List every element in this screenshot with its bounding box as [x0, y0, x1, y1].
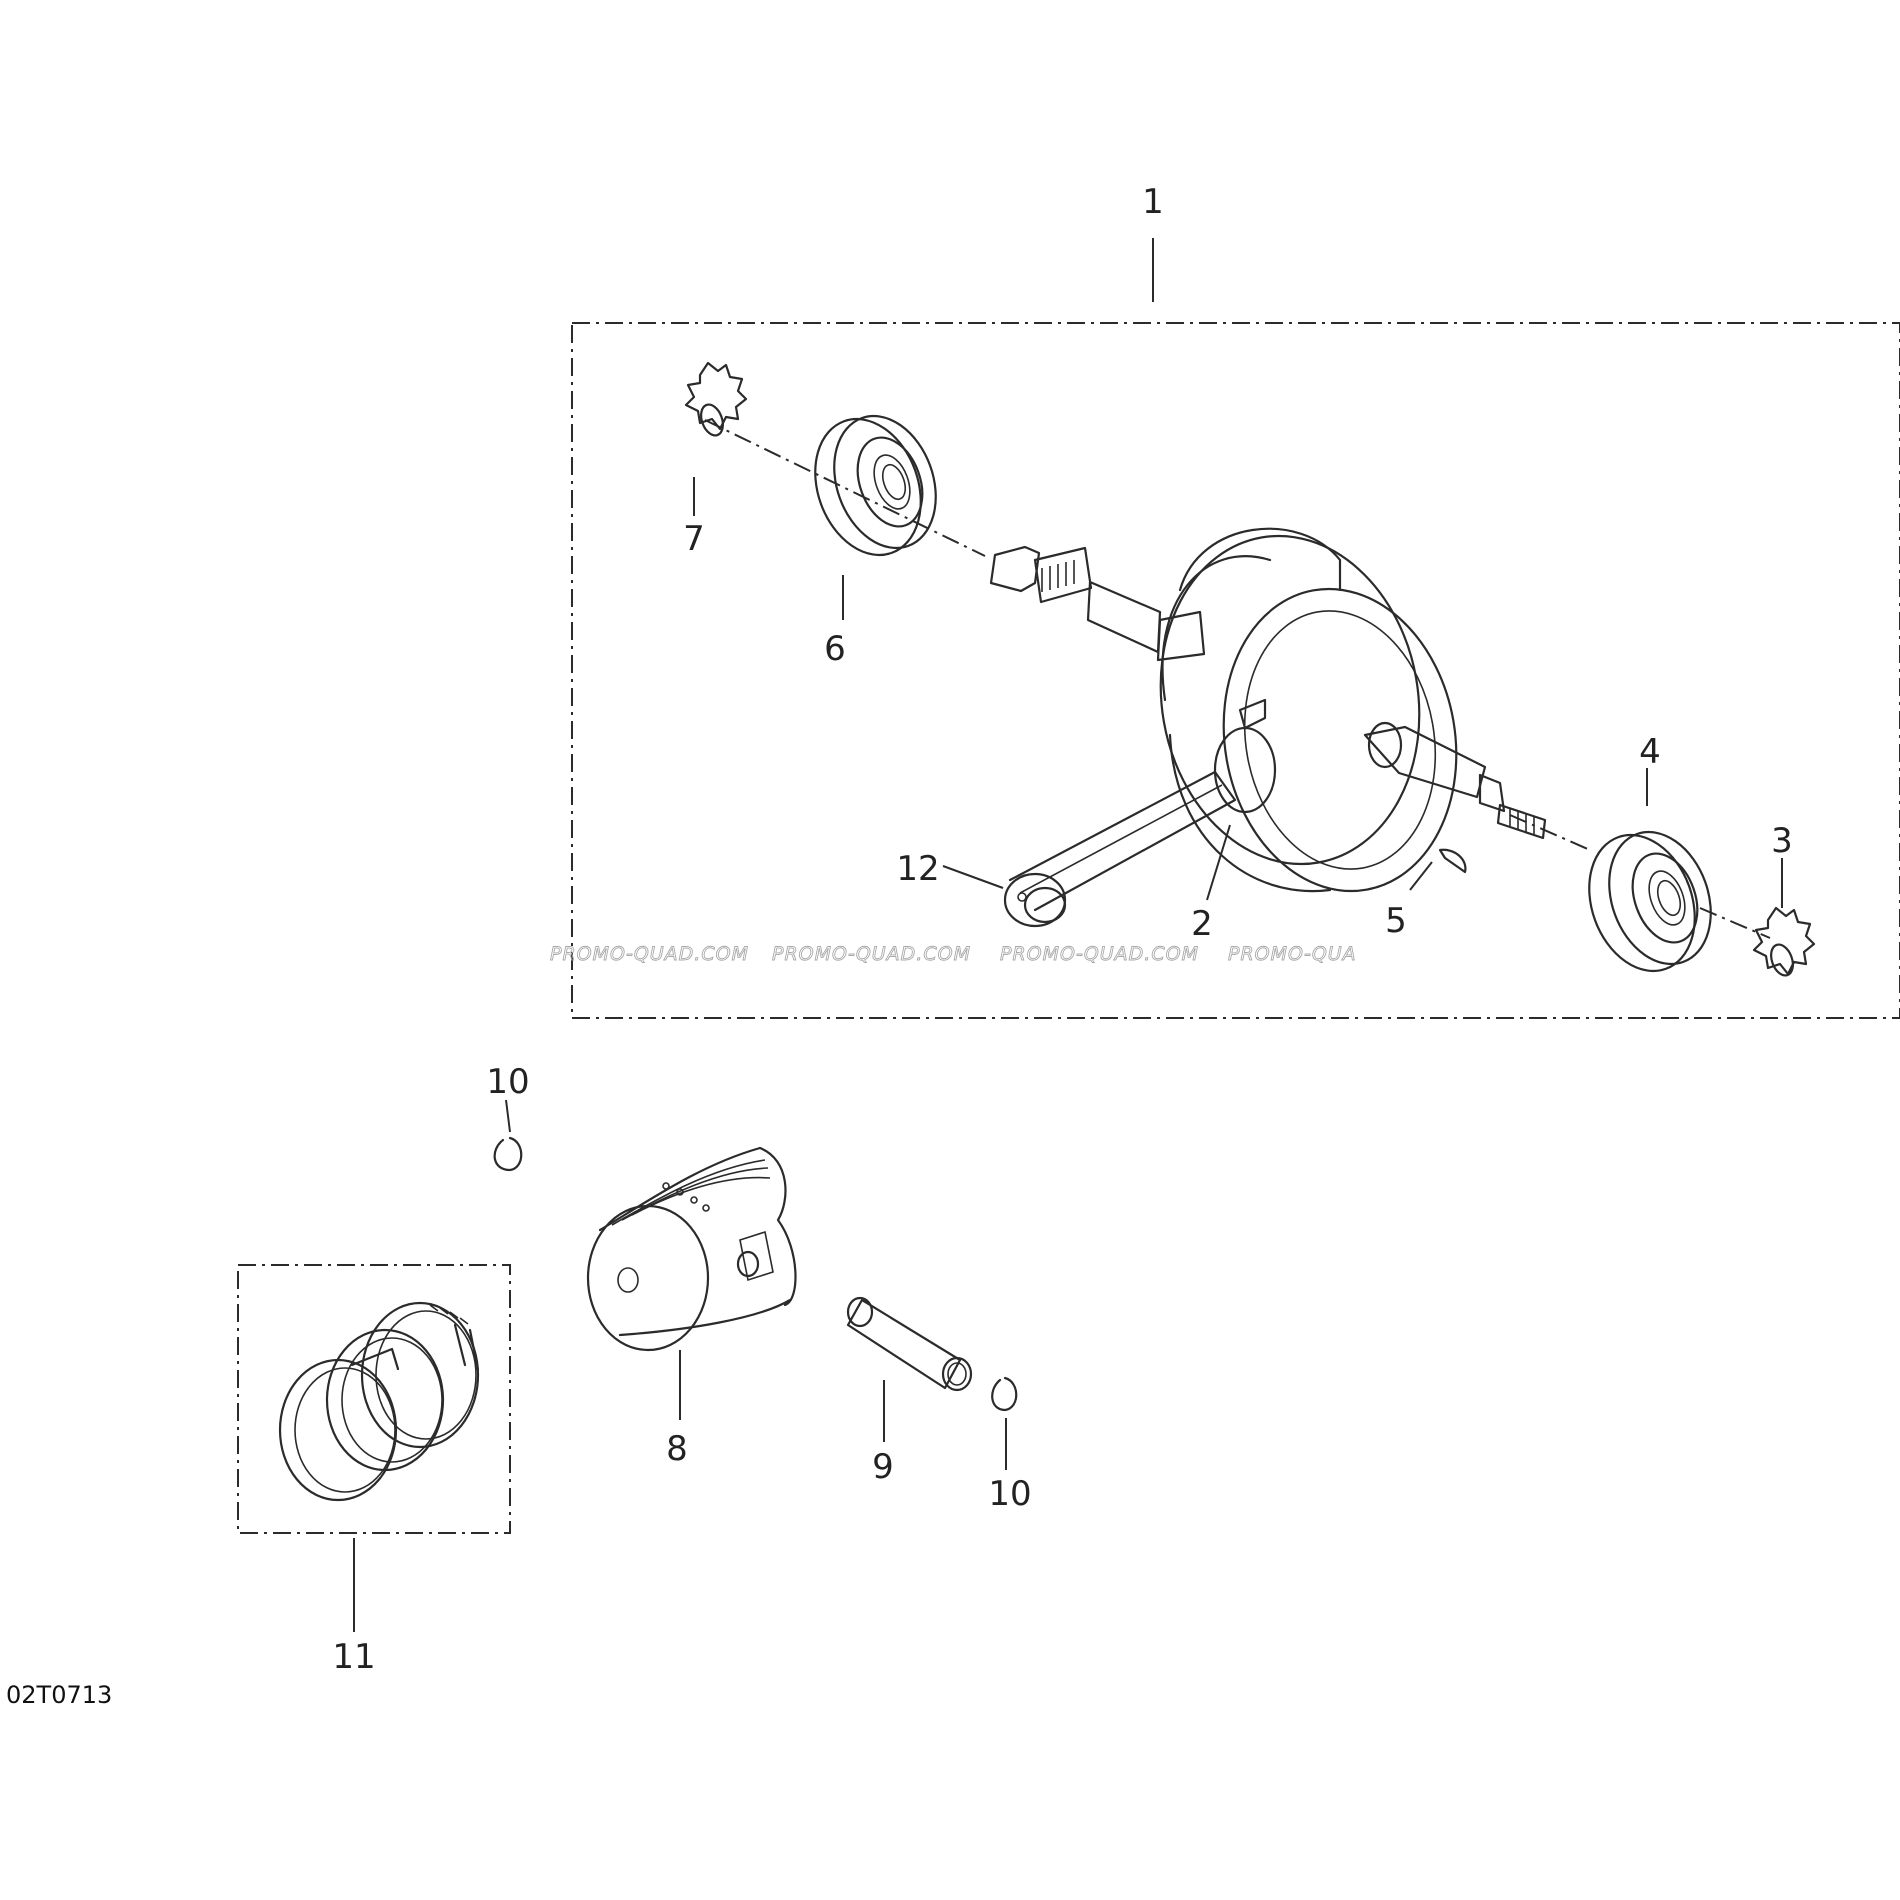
callout-12: 12 [896, 849, 939, 889]
callout-9: 9 [872, 1447, 894, 1487]
piston-rings [278, 1301, 480, 1502]
watermark-text-4: PROMO-QUA [1228, 943, 1357, 965]
watermark: PROMO-QUAD.COM PROMO-QUAD.COM PROMO-QUAD… [550, 943, 1357, 966]
crankshaft-assembly-box [571, 322, 1900, 1019]
piston [586, 1146, 797, 1352]
callout-10-upper: 10 [486, 1062, 529, 1102]
lock-washer-right [1752, 906, 1816, 977]
piston-pin [846, 1296, 973, 1392]
bearing-left [814, 414, 937, 557]
watermark-text-1: PROMO-QUAD.COM [550, 943, 749, 965]
leader-lines [353, 238, 1783, 1632]
crankshaft [989, 527, 1547, 893]
circlip-lower [991, 1376, 1018, 1412]
woodruff-key [1438, 848, 1467, 874]
connecting-rod [1003, 770, 1237, 928]
callout-1: 1 [1142, 182, 1164, 222]
callout-7: 7 [683, 519, 705, 559]
piston-rings-box [237, 1264, 511, 1534]
diagram-ref-code: 02T0713 [6, 1681, 112, 1709]
callout-11: 11 [332, 1637, 375, 1677]
callout-8: 8 [666, 1429, 688, 1469]
callout-5: 5 [1385, 901, 1407, 941]
callout-3: 3 [1771, 821, 1793, 861]
callout-4: 4 [1639, 732, 1661, 772]
callout-6: 6 [824, 629, 846, 669]
bearing-right [1588, 830, 1712, 973]
watermark-text-2: PROMO-QUAD.COM [772, 943, 971, 965]
circlip-upper [493, 1136, 523, 1172]
callout-10-lower: 10 [988, 1474, 1031, 1514]
callout-2: 2 [1191, 904, 1213, 944]
lock-washer-left [684, 361, 748, 437]
watermark-text-3: PROMO-QUAD.COM [1000, 943, 1199, 965]
callout-labels: 1 7 6 4 3 12 2 5 10 8 9 10 11 [332, 182, 1792, 1677]
